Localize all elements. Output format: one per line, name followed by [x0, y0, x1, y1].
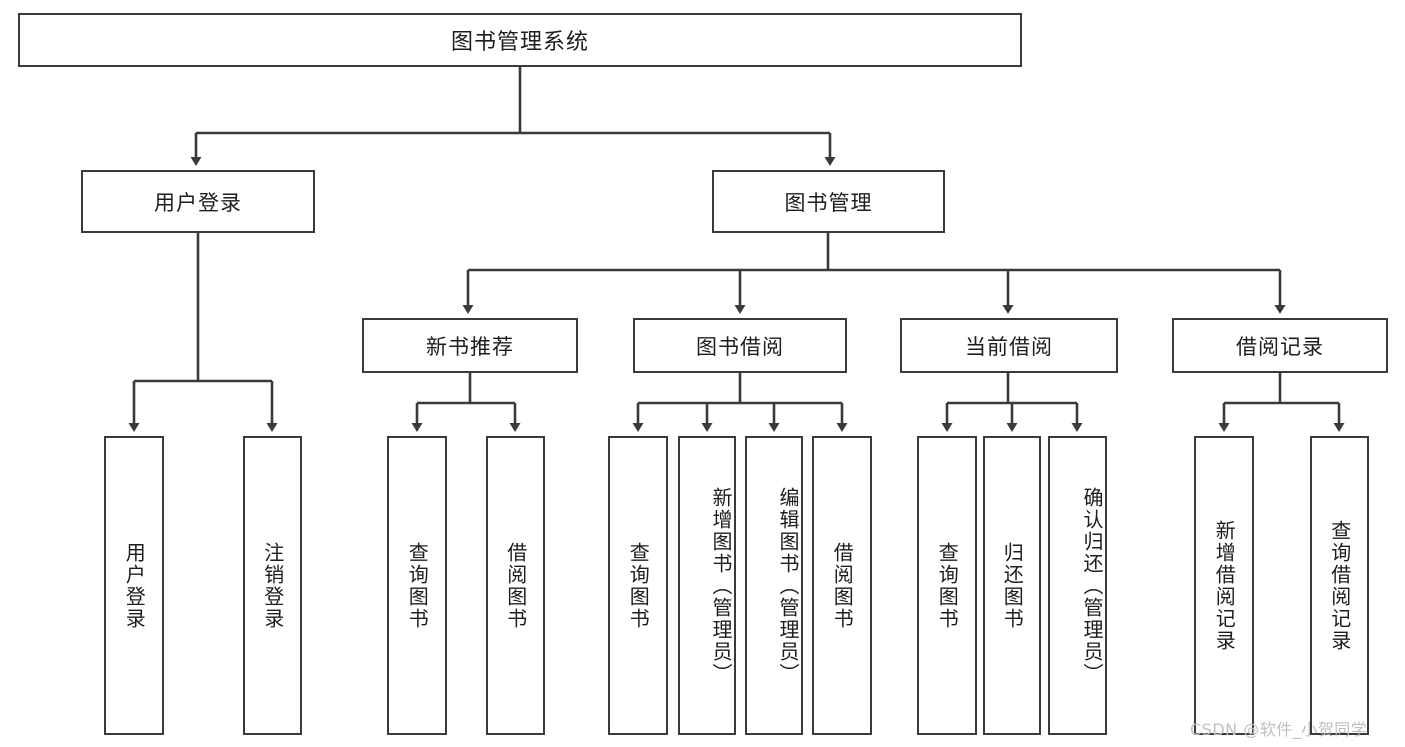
node-label: 用户登录: [122, 541, 147, 630]
node-label: 查询借阅记录: [1327, 519, 1352, 652]
node-leaf[interactable]: 确认归还（管理员）: [1048, 436, 1107, 735]
node-label: 用户登录: [154, 190, 242, 215]
node-label: 借阅图书: [503, 541, 528, 630]
node-level3[interactable]: 新书推荐: [362, 318, 578, 373]
node-label: 查询图书: [935, 541, 960, 630]
node-leaf[interactable]: 用户登录: [104, 436, 164, 735]
node-label: 借阅记录: [1236, 334, 1324, 359]
node-label: 查询图书: [405, 541, 430, 630]
node-root[interactable]: 图书管理系统: [18, 13, 1022, 67]
node-level3[interactable]: 借阅记录: [1172, 318, 1388, 373]
node-leaf[interactable]: 借阅图书: [486, 436, 545, 735]
node-leaf[interactable]: 查询图书: [608, 436, 668, 735]
node-level2[interactable]: 图书管理: [712, 170, 945, 233]
node-label: 编辑图书（管理员）: [776, 486, 800, 685]
node-leaf[interactable]: 查询借阅记录: [1310, 436, 1369, 735]
node-label: 注销登录: [260, 541, 285, 630]
node-leaf[interactable]: 编辑图书（管理员）: [745, 436, 803, 735]
node-label: 查询图书: [626, 541, 651, 630]
node-label: 图书管理: [784, 190, 873, 215]
node-leaf[interactable]: 归还图书: [983, 436, 1041, 735]
node-level3[interactable]: 当前借阅: [900, 318, 1118, 373]
node-leaf[interactable]: 借阅图书: [812, 436, 872, 735]
node-label: 新书推荐: [426, 334, 514, 359]
node-label: 归还图书: [1000, 541, 1025, 630]
node-label: 图书借阅: [696, 334, 784, 359]
node-label: 确认归还（管理员）: [1080, 486, 1104, 685]
node-leaf[interactable]: 查询图书: [917, 436, 977, 735]
csdn-watermark: CSDN @软件_小贺同学: [1190, 720, 1368, 739]
node-label: 当前借阅: [965, 334, 1053, 359]
node-label: 借阅图书: [830, 541, 855, 630]
node-level3[interactable]: 图书借阅: [633, 318, 847, 373]
node-leaf[interactable]: 新增图书（管理员）: [678, 436, 736, 735]
node-label: 新增借阅记录: [1212, 519, 1237, 652]
node-leaf[interactable]: 新增借阅记录: [1194, 436, 1254, 735]
node-label: 新增图书（管理员）: [709, 486, 733, 685]
node-leaf[interactable]: 查询图书: [387, 436, 447, 735]
node-label: 图书管理系统: [450, 30, 589, 55]
node-level2[interactable]: 用户登录: [81, 170, 315, 233]
node-leaf[interactable]: 注销登录: [243, 436, 302, 735]
